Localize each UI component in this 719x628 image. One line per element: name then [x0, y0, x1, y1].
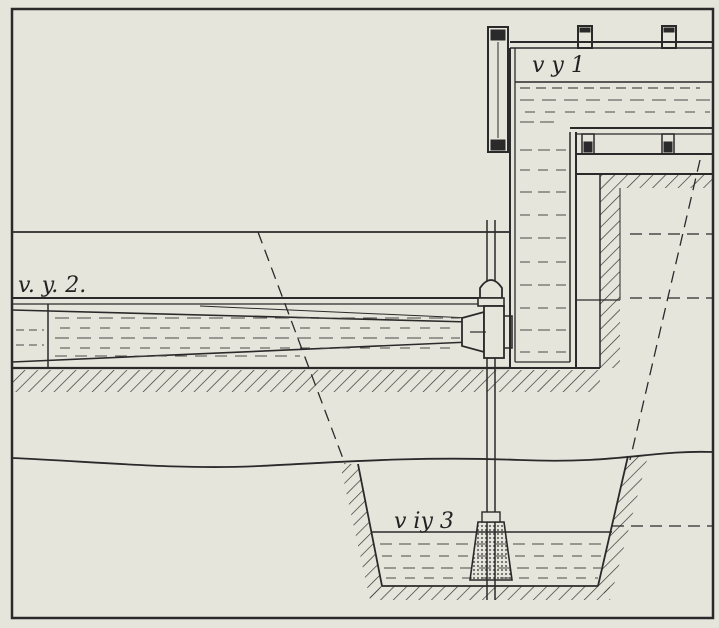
middle-conduit-vy2	[11, 231, 510, 370]
drawing-frame	[10, 7, 715, 620]
conduit-water	[16, 317, 460, 357]
upper-tank-water	[520, 99, 710, 353]
label-vy1: v y 1	[532, 53, 585, 78]
construction-lines	[257, 159, 713, 527]
lower-pit-vy3	[340, 455, 648, 600]
foot-valve-strainer	[469, 521, 513, 581]
upper-tank-vy1	[487, 25, 713, 369]
lower-ground	[11, 450, 714, 468]
right-retaining-wall	[576, 173, 713, 368]
label-vy2: v. y. 2.	[18, 273, 86, 298]
label-vy3: v iy 3	[394, 509, 454, 534]
conduit-ground-hatch	[12, 370, 600, 392]
